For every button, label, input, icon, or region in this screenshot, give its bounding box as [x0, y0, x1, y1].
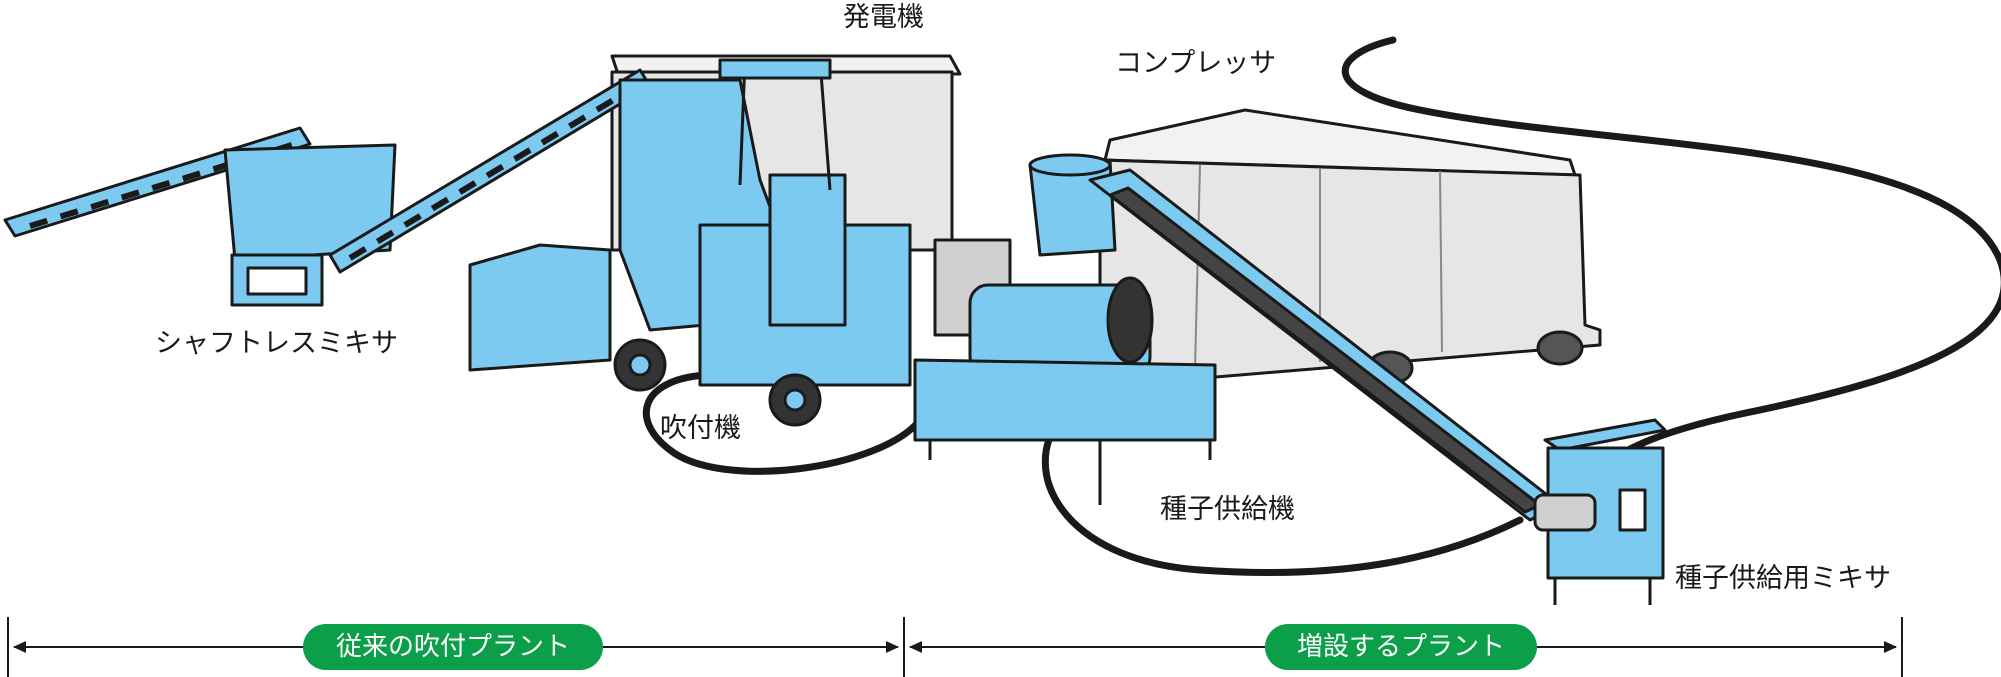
section-brackets [7, 617, 1903, 677]
section-additional-plant: 増設するプラント [1265, 624, 1537, 670]
shaftless-mixer [3, 68, 652, 307]
label-shaftless-mixer: シャフトレスミキサ [155, 328, 398, 359]
air-hose [642, 36, 2001, 577]
label-compressor: コンプレッサ [1115, 48, 1277, 79]
seed-feeder [913, 153, 1217, 505]
label-seed-feeder: 種子供給機 [1160, 494, 1295, 525]
seed-mixer [1533, 418, 1667, 605]
compressor [1098, 108, 1602, 387]
label-sprayer: 吹付機 [660, 413, 741, 444]
label-seed-mixer: 種子供給用ミキサ [1675, 563, 1891, 594]
section-conventional-plant: 従来の吹付プラント [303, 624, 603, 670]
sprayer [468, 58, 912, 427]
label-generator: 発電機 [843, 2, 924, 33]
